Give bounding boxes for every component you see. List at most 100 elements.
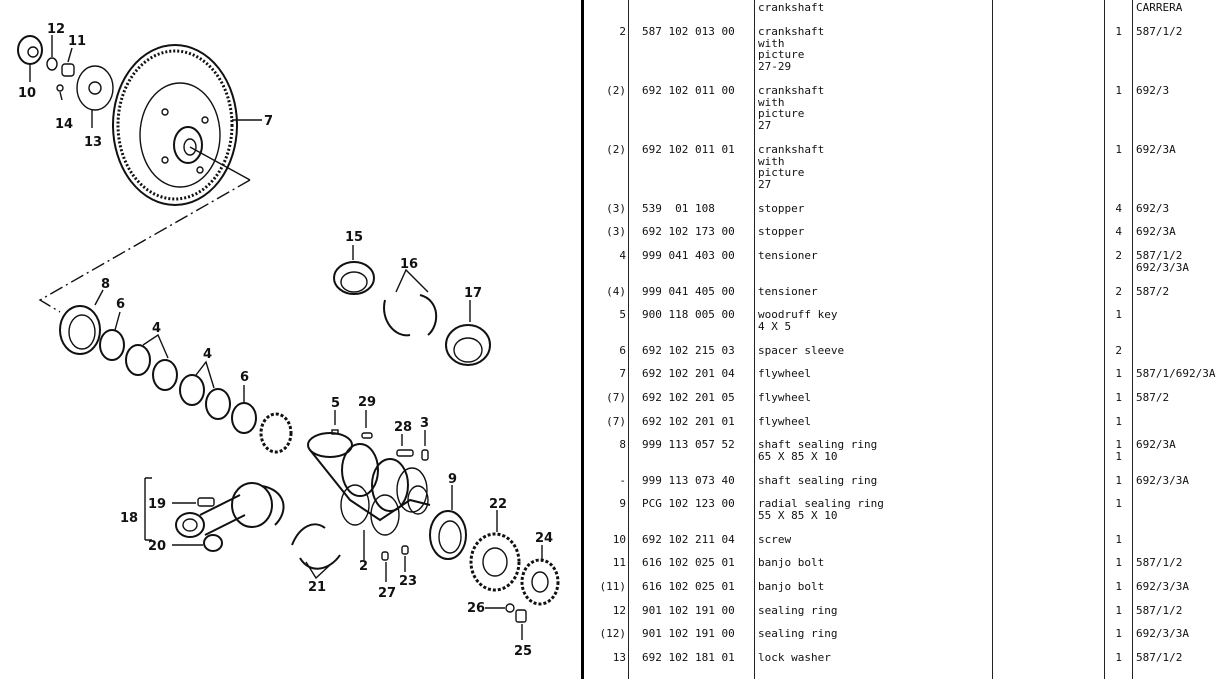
quantity: 2 bbox=[1115, 344, 1122, 357]
column-rule bbox=[628, 0, 629, 679]
part-description: banjo bolt bbox=[758, 580, 825, 593]
part-description: stopper bbox=[758, 202, 805, 215]
part-number: 999 041 405 00 bbox=[642, 285, 735, 298]
svg-text:3: 3 bbox=[420, 416, 429, 431]
quantity: 1 bbox=[1115, 474, 1122, 487]
part-number: 616 102 025 01 bbox=[642, 580, 735, 593]
position-number: (4) bbox=[606, 285, 626, 298]
svg-text:15: 15 bbox=[345, 230, 363, 245]
svg-text:4: 4 bbox=[152, 321, 161, 336]
position-number: (3) bbox=[606, 202, 626, 215]
part-number: 692 102 201 05 bbox=[642, 391, 735, 404]
part-number: 692 102 215 03 bbox=[642, 344, 735, 357]
column-rule bbox=[992, 0, 993, 679]
callout-labels: 12 11 10 14 13 7 8 6 4 4 6 15 16 17 5 29… bbox=[18, 22, 553, 659]
model-applicability: 587/1/692/3A bbox=[1136, 367, 1216, 380]
column-rule bbox=[1104, 0, 1105, 679]
position-number: 9 bbox=[619, 497, 626, 510]
position-number: 10 bbox=[612, 533, 626, 546]
quantity: 1 bbox=[1115, 533, 1122, 546]
model-applicability: 587/1/2 bbox=[1136, 25, 1183, 38]
page-divider bbox=[581, 0, 584, 679]
part-description: sealing ring bbox=[758, 604, 838, 617]
quantity: 1 bbox=[1115, 25, 1122, 38]
svg-text:11: 11 bbox=[68, 34, 86, 49]
part-number: 999 113 057 52 bbox=[642, 438, 735, 451]
model-applicability: 692/3/3A bbox=[1136, 580, 1189, 593]
part-description: flywheel bbox=[758, 391, 811, 404]
svg-text:22: 22 bbox=[489, 497, 507, 512]
model-applicability: 692/3A bbox=[1136, 438, 1176, 451]
part-number: 692 102 201 01 bbox=[642, 415, 735, 428]
svg-text:6: 6 bbox=[116, 297, 125, 312]
model-applicability: 692/3 bbox=[1136, 84, 1170, 97]
model-applicability: 692/3/3A bbox=[1136, 474, 1189, 487]
quantity: 1 bbox=[1115, 367, 1122, 380]
exploded-parts-diagram: 12 11 10 14 13 7 8 6 4 4 6 15 16 17 5 29… bbox=[0, 0, 580, 679]
svg-text:2: 2 bbox=[359, 559, 368, 574]
position-number: (2) bbox=[606, 84, 626, 97]
part-description: crankshaft with picture 27 bbox=[758, 84, 825, 132]
position-number: (11) bbox=[599, 580, 627, 593]
part-number: 901 102 191 00 bbox=[642, 604, 735, 617]
part-number: PCG 102 123 00 bbox=[642, 497, 735, 510]
part-number: 900 118 005 00 bbox=[642, 308, 735, 321]
svg-text:5: 5 bbox=[331, 396, 340, 411]
quantity: 2 bbox=[1115, 249, 1122, 262]
position-number: 11 bbox=[612, 556, 626, 569]
position-number: 12 bbox=[612, 604, 626, 617]
svg-text:8: 8 bbox=[101, 277, 110, 292]
svg-text:25: 25 bbox=[514, 644, 532, 659]
part-description: shaft sealing ring 65 X 85 X 10 bbox=[758, 438, 878, 463]
svg-text:7: 7 bbox=[264, 114, 273, 129]
model-applicability: CARRERA bbox=[1136, 1, 1183, 14]
part-description: woodruff key 4 X 5 bbox=[758, 308, 838, 333]
position-number: 2 bbox=[619, 25, 626, 38]
quantity: 1 bbox=[1115, 143, 1122, 156]
part-number: 539 01 108 bbox=[642, 202, 715, 215]
position-number: 6 bbox=[619, 344, 626, 357]
part-description: lock washer bbox=[758, 651, 831, 664]
crankshaft-assembly-drawing: 12 11 10 14 13 7 8 6 4 4 6 15 16 17 5 29… bbox=[17, 22, 560, 659]
quantity: 1 bbox=[1115, 308, 1122, 321]
part-number: 692 102 201 04 bbox=[642, 367, 735, 380]
svg-text:4: 4 bbox=[203, 347, 212, 362]
position-number: (7) bbox=[606, 415, 626, 428]
position-number: 7 bbox=[619, 367, 626, 380]
part-description: shaft sealing ring bbox=[758, 474, 878, 487]
part-description: crankshaft with picture 27 bbox=[758, 143, 825, 191]
model-applicability: 587/1/2 692/3/3A bbox=[1136, 249, 1189, 274]
part-description: stopper bbox=[758, 225, 805, 238]
model-applicability: 692/3 bbox=[1136, 202, 1170, 215]
part-description: screw bbox=[758, 533, 792, 546]
svg-text:12: 12 bbox=[47, 22, 65, 37]
svg-text:20: 20 bbox=[148, 539, 166, 554]
svg-text:23: 23 bbox=[399, 574, 417, 589]
position-number: 8 bbox=[619, 438, 626, 451]
quantity: 1 1 bbox=[1115, 438, 1122, 463]
part-number: 692 102 181 01 bbox=[642, 651, 735, 664]
part-number: 999 041 403 00 bbox=[642, 249, 735, 262]
position-number: (12) bbox=[599, 627, 627, 640]
quantity: 1 bbox=[1115, 391, 1122, 404]
part-description: flywheel bbox=[758, 415, 811, 428]
svg-text:14: 14 bbox=[55, 117, 73, 132]
part-description: crankshaft with picture 27-29 bbox=[758, 25, 825, 73]
quantity: 1 bbox=[1115, 497, 1122, 510]
svg-text:17: 17 bbox=[464, 286, 482, 301]
part-number: 692 102 011 01 bbox=[642, 143, 735, 156]
part-description: banjo bolt bbox=[758, 556, 825, 569]
quantity: 1 bbox=[1115, 580, 1122, 593]
part-description: tensioner bbox=[758, 249, 818, 262]
part-number: 692 102 211 04 bbox=[642, 533, 735, 546]
position-number: 13 bbox=[612, 651, 626, 664]
position-number: (2) bbox=[606, 143, 626, 156]
part-number: 616 102 025 01 bbox=[642, 556, 735, 569]
part-number: 901 102 191 00 bbox=[642, 627, 735, 640]
quantity: 1 bbox=[1115, 651, 1122, 664]
part-description: spacer sleeve bbox=[758, 344, 845, 357]
quantity: 1 bbox=[1115, 604, 1122, 617]
crankshaft-drawing bbox=[307, 432, 431, 560]
model-applicability: 587/2 bbox=[1136, 391, 1170, 404]
part-description: crankshaft bbox=[758, 1, 825, 14]
